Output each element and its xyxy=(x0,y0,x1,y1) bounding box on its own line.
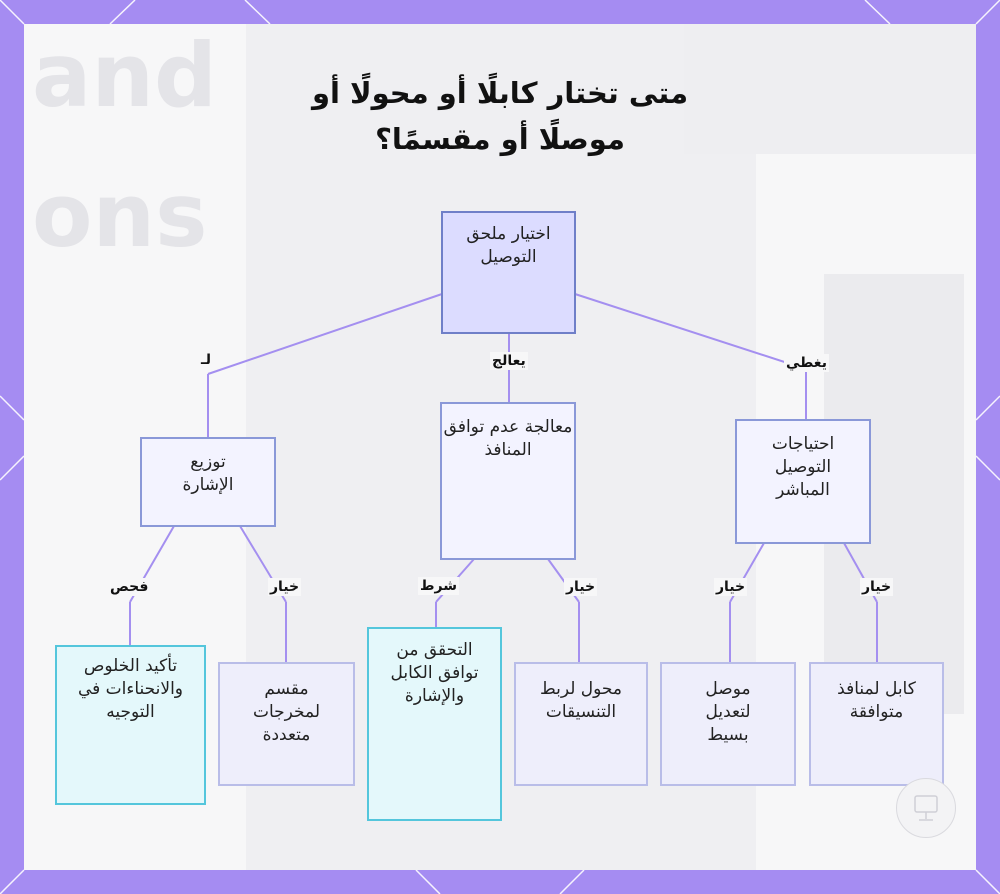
node-check: التحقق من توافق الكابل والإشارة xyxy=(367,627,502,821)
edge-label-inspect: فحص xyxy=(108,578,151,596)
node-connector: موصل لتعديل بسيط xyxy=(660,662,796,786)
edge-label-covers: يغطي xyxy=(784,354,829,372)
monitor-icon xyxy=(914,795,938,821)
diagram-panel: and ons متى تختار كابلًا أو محولًا أو مو… xyxy=(24,24,976,870)
edge-label-for: لـ xyxy=(199,351,214,369)
node-confirm: تأكيد الخلوص والانحناءات في التوجيه xyxy=(55,645,206,805)
title-line-2: موصلًا أو مقسمًا؟ xyxy=(375,122,625,156)
edge-label-condition: شرط xyxy=(418,577,460,595)
node-cable: كابل لمنافذ متوافقة xyxy=(809,662,944,786)
edge-label-option-connector: خيار xyxy=(714,578,748,596)
node-root: اختيار ملحق التوصيل xyxy=(441,211,576,334)
edge-root-distribution xyxy=(207,293,443,375)
edge-label-option-splitter: خيار xyxy=(268,578,302,596)
edge-root-direct xyxy=(574,293,807,370)
node-mismatch: معالجة عدم توافق المنافذ xyxy=(440,402,576,560)
node-splitter: مقسم لمخرجات متعددة xyxy=(218,662,355,786)
node-direct: احتياجات التوصيل المباشر xyxy=(735,419,871,544)
background-word-1: and xyxy=(32,24,218,127)
background-word-2: ons xyxy=(32,164,208,267)
watermark-badge xyxy=(896,778,956,838)
edge-label-handles: يعالج xyxy=(490,352,528,370)
title-line-1: متى تختار كابلًا أو محولًا أو xyxy=(311,76,689,110)
edge-label-option-cable: خيار xyxy=(860,578,894,596)
node-distribution: توزيع الإشارة xyxy=(140,437,276,527)
node-adapter: محول لربط التنسيقات xyxy=(514,662,648,786)
background-block xyxy=(684,24,976,154)
connector-lines xyxy=(129,293,878,664)
edge-label-option-adapter: خيار xyxy=(564,578,598,596)
